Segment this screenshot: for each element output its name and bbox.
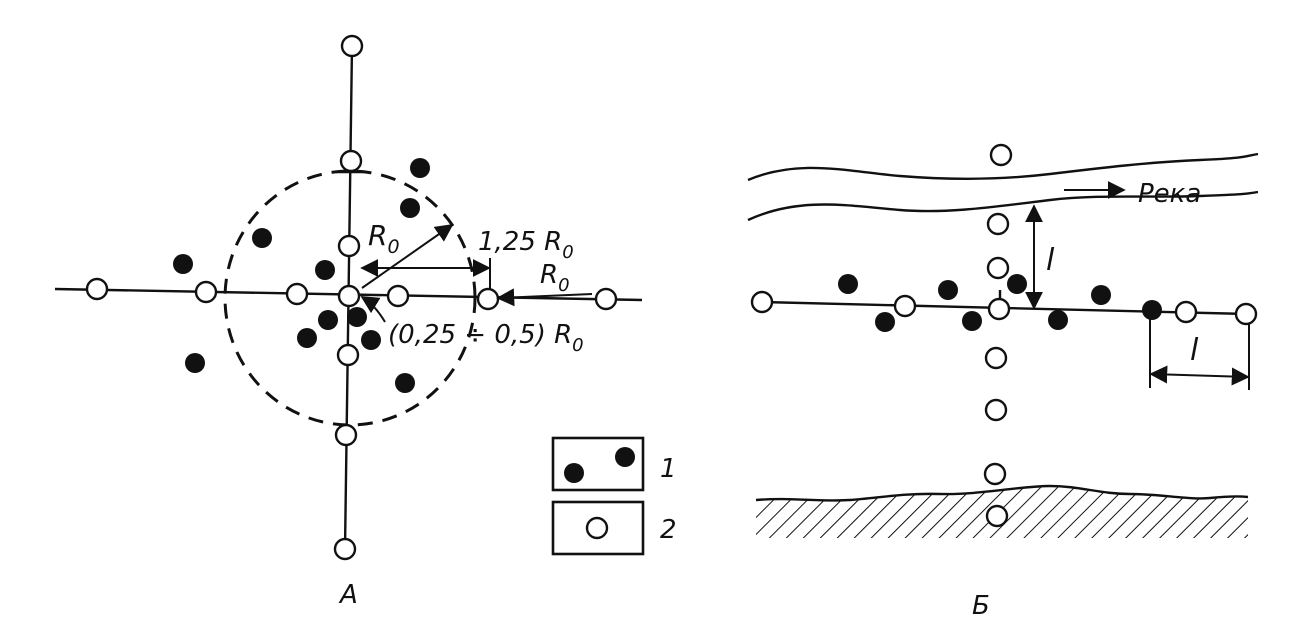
filled-well [400,198,420,218]
inner-dimension-arrow [360,296,386,323]
filled-well [410,158,430,178]
filled-well [962,311,982,331]
label-inner-range: (0,25 ÷ 0,5) R0 [388,320,584,356]
filled-well [185,353,205,373]
ground-surface [755,484,1249,502]
filled-well [1007,274,1027,294]
observation-well [194,280,218,304]
legend-label-2: 2 [660,515,677,545]
legend-filled-dot [615,447,635,467]
river-bank-lower [747,190,1259,222]
filled-wells-b [838,274,1162,332]
observation-well [984,398,1008,422]
influence-zone-circle [223,169,477,427]
observation-well [594,287,618,311]
filled-well [1142,300,1162,320]
observation-well [337,234,361,258]
filled-well [1091,285,1111,305]
observation-well [986,256,1010,280]
label-r0-radius: R0 [368,219,400,258]
filled-well [875,312,895,332]
river-label: Река [1138,179,1201,209]
observation-well [989,143,1013,167]
filled-well [361,330,381,350]
filled-well [318,310,338,330]
observation-well [750,290,774,314]
legend-box-2 [551,500,645,556]
r0-radius-arrow [361,223,454,289]
r0-right-arrow [496,288,593,307]
label-r0-right: R0 [540,260,570,296]
label-l-vertical: l [1046,243,1055,278]
filled-well [315,260,335,280]
observation-well [985,504,1009,528]
observation-well [85,277,109,301]
legend: 1 2 [551,436,677,556]
diagram-b: Река [747,143,1259,621]
label-outer-radius: 1,25 R0 [478,227,574,263]
legend-open-circle [585,516,609,540]
observation-well [1234,302,1258,326]
observation-well [983,462,1007,486]
central-well [337,284,361,308]
observation-well [893,294,917,318]
observation-well [986,212,1010,236]
river-bank-upper [747,152,1259,182]
legend-filled-dot [564,463,584,483]
observation-well [339,149,363,173]
open-wells-a [85,34,618,561]
filled-well [252,228,272,248]
observation-well [476,287,500,311]
observation-well [386,284,410,308]
filled-well [347,307,367,327]
observation-well [1174,300,1198,324]
legend-box-1 [551,436,645,492]
filled-well [395,373,415,393]
filled-well [938,280,958,300]
observation-well [336,343,360,367]
observation-well [285,282,309,306]
observation-well [984,346,1008,370]
open-wells-b [750,143,1258,528]
filled-well [1048,310,1068,330]
diagram-a: R0 1,25 R0 R0 (0,25 ÷ 0,5) R0 А [54,34,643,610]
l-horizontal-arrow [1149,365,1250,386]
filled-well [297,328,317,348]
label-l-horizontal: l [1190,333,1199,368]
filled-well [838,274,858,294]
filled-wells-a [173,158,430,393]
legend-label-1: 1 [660,454,677,484]
observation-well [334,423,358,447]
caption-a: А [338,580,358,610]
observation-well [333,537,357,561]
central-well [987,297,1011,321]
filled-well [173,254,193,274]
observation-well [340,34,364,58]
caption-b: Б [972,591,990,621]
